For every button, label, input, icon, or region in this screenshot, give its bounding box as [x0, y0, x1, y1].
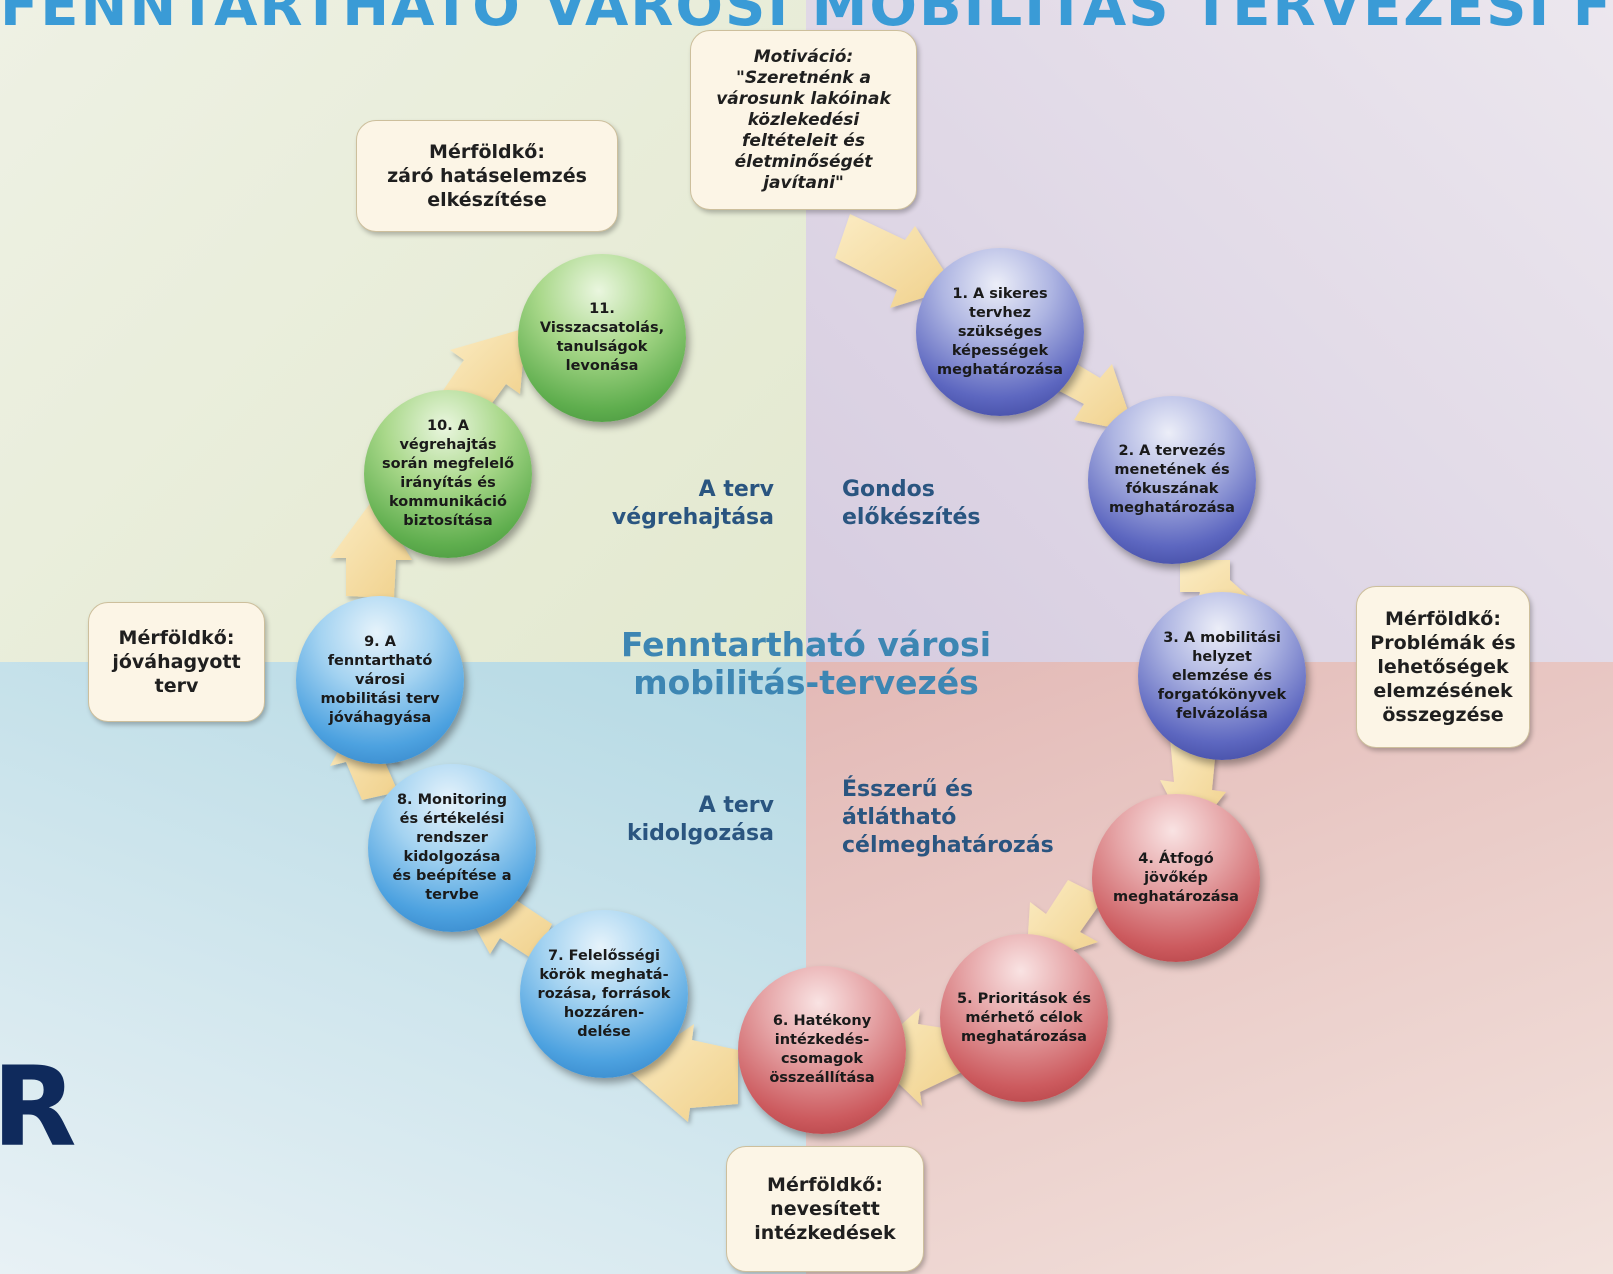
milestone-analysis-text: Mérföldkő: Problémák és lehetőségek elem… [1370, 608, 1516, 726]
step-5-label: 5. Prioritások és mérhető célok meghatár… [957, 990, 1091, 1045]
step-4-circle: 4. Átfogó jövőkép meghatározása [1092, 794, 1260, 962]
step-10-circle: 10. A végrehajtás során megfelelő irányí… [364, 390, 532, 558]
step-4-label: 4. Átfogó jövőkép meghatározása [1113, 850, 1239, 905]
step-3-label: 3. A mobilitási helyzet elemzése és forg… [1157, 629, 1287, 722]
step-11-circle: 11. Visszacsatolás, tanulságok levonása [518, 254, 686, 422]
milestone-analysis-note: Mérföldkő: Problémák és lehetőségek elem… [1356, 586, 1530, 748]
phase-goals-label: Ésszerű és átlátható célmeghatározás [842, 777, 1054, 858]
arrow-motivation-to-step-1 [835, 214, 955, 308]
motivation-text: Motiváció: "Szeretnénk a városunk lakóin… [716, 46, 891, 193]
milestone-closing-text: Mérföldkő: záró hatáselemzés elkészítése [387, 141, 587, 211]
step-7-circle: 7. Felelősségi körök meghatá- rozása, fo… [520, 910, 688, 1078]
step-8-circle: 8. Monitoring és értékelési rendszer kid… [368, 764, 536, 932]
step-3-circle: 3. A mobilitási helyzet elemzése és forg… [1138, 592, 1306, 760]
step-6-label: 6. Hatékony intézkedés- csomagok összeál… [769, 1013, 875, 1086]
logo: R [0, 1043, 77, 1171]
motivation-note: Motiváció: "Szeretnénk a városunk lakóin… [690, 30, 917, 210]
phase-preparation-label: Gondos előkészítés [842, 477, 981, 530]
step-2-label: 2. A tervezés menetének és fókuszának me… [1109, 443, 1235, 516]
milestone-approved-text: Mérföldkő: jóváhagyott terv [112, 627, 241, 697]
step-5-circle: 5. Prioritások és mérhető célok meghatár… [940, 934, 1108, 1102]
step-11-label: 11. Visszacsatolás, tanulságok levonása [539, 301, 665, 374]
arrow-step-6-to-7 [628, 1024, 738, 1122]
phase-implementation-label: A terv végrehajtása [611, 477, 774, 530]
arrow-step-9-to-10 [330, 498, 412, 598]
milestone-approved-note: Mérföldkő: jóváhagyott terv [88, 602, 265, 722]
step-2-circle: 2. A tervezés menetének és fókuszának me… [1088, 396, 1256, 564]
step-8-label: 8. Monitoring és értékelési rendszer kid… [392, 792, 512, 903]
phase-elaboration-label: A terv kidolgozása [626, 793, 774, 846]
step-9-label: 9. A fenntartható városi mobilitási terv… [320, 633, 440, 726]
center-title: Fenntartható városi mobilitás-tervezés [620, 625, 992, 702]
milestone-measures-note: Mérföldkő: nevesített intézkedések [726, 1146, 924, 1272]
step-1-circle: 1. A sikeres tervhez szükséges képessége… [916, 248, 1084, 416]
arrow-step-5-to-6 [868, 1008, 962, 1106]
step-1-label: 1. A sikeres tervhez szükséges képessége… [937, 285, 1063, 378]
step-6-circle: 6. Hatékony intézkedés- csomagok összeál… [738, 966, 906, 1134]
milestone-measures-text: Mérföldkő: nevesített intézkedések [754, 1174, 896, 1244]
step-10-label: 10. A végrehajtás során megfelelő irányí… [381, 418, 515, 529]
step-9-circle: 9. A fenntartható városi mobilitási terv… [296, 596, 464, 764]
milestone-closing-note: Mérföldkő: záró hatáselemzés elkészítése [356, 120, 618, 232]
step-7-label: 7. Felelősségi körök meghatá- rozása, fo… [537, 947, 671, 1040]
